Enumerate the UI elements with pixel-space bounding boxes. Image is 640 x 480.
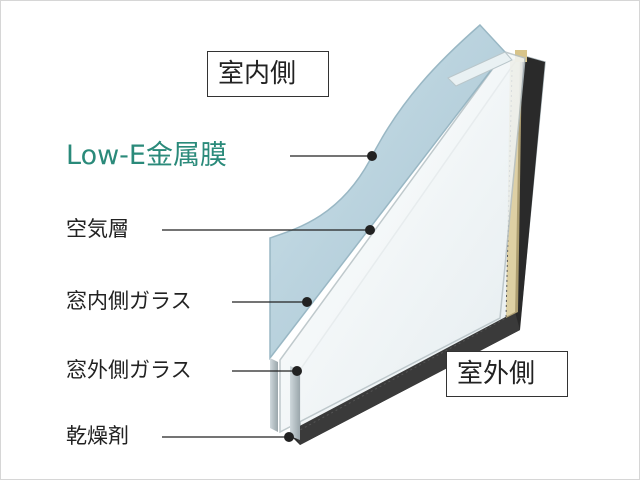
callout-dot-desiccant bbox=[284, 432, 294, 442]
outer-glass-edge bbox=[290, 366, 300, 440]
inner-glass-pane bbox=[279, 51, 526, 434]
callout-dot-low-e bbox=[367, 151, 377, 161]
callout-dot-air bbox=[365, 225, 375, 235]
callout-low-e: Low-E金属膜 bbox=[66, 140, 227, 171]
callout-outer-glass: 窓外側ガラス bbox=[66, 358, 192, 382]
callout-desiccant: 乾燥剤 bbox=[66, 424, 129, 448]
bevel-highlight bbox=[447, 51, 513, 87]
spacer-bottom bbox=[292, 312, 520, 445]
indoor-side-label: 室内側 bbox=[207, 51, 329, 97]
callout-dot-inner-glass bbox=[302, 297, 312, 307]
callout-air-layer: 空気層 bbox=[66, 217, 129, 241]
outdoor-side-label: 室外側 bbox=[446, 351, 568, 397]
callout-inner-glass: 窓内側ガラス bbox=[66, 289, 192, 313]
low-e-film bbox=[269, 23, 506, 361]
inner-glass-edge bbox=[270, 358, 278, 432]
callout-dot-outer-glass bbox=[292, 366, 302, 376]
